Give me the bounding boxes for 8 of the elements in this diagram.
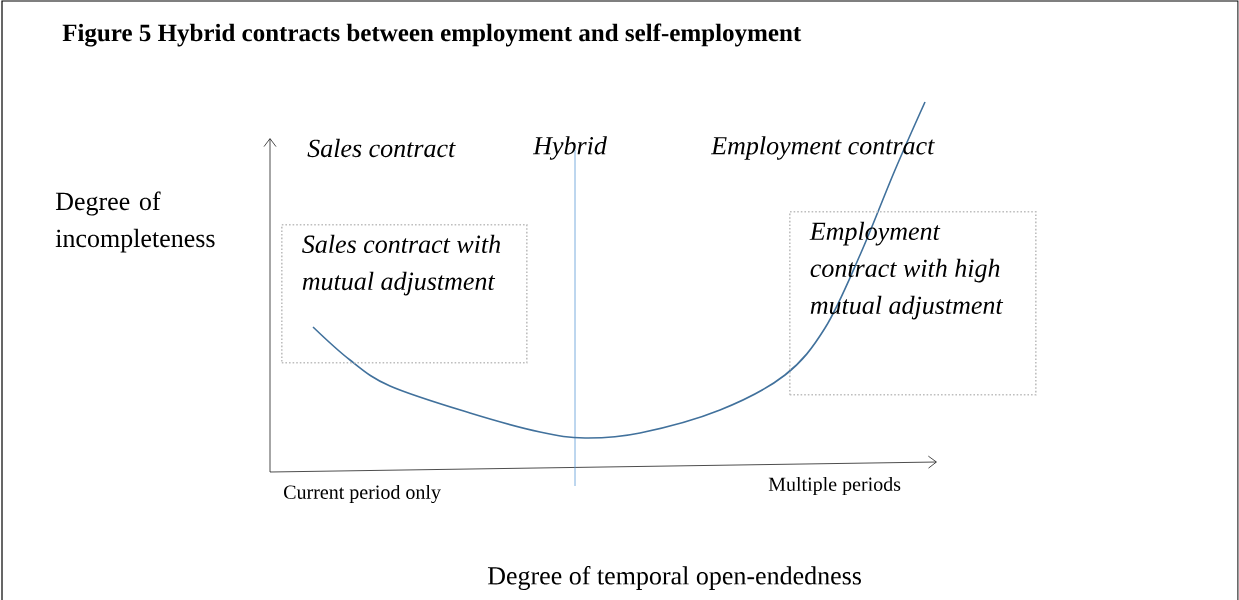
axis-title: Degree of incompleteness (55, 191, 215, 253)
axis-end-label: Multiple periods (768, 476, 901, 496)
column-heading: Sales contract (307, 138, 456, 158)
column-heading: Hybrid (532, 136, 607, 160)
axis-end-label: Current period only (284, 484, 441, 504)
axis-title: Degree of temporal open-endedness (487, 566, 861, 590)
text-box: Sales contract with mutual adjustment (281, 224, 528, 364)
title: Figure 5 Hybrid contracts between employment and self-employment (62, 23, 802, 47)
